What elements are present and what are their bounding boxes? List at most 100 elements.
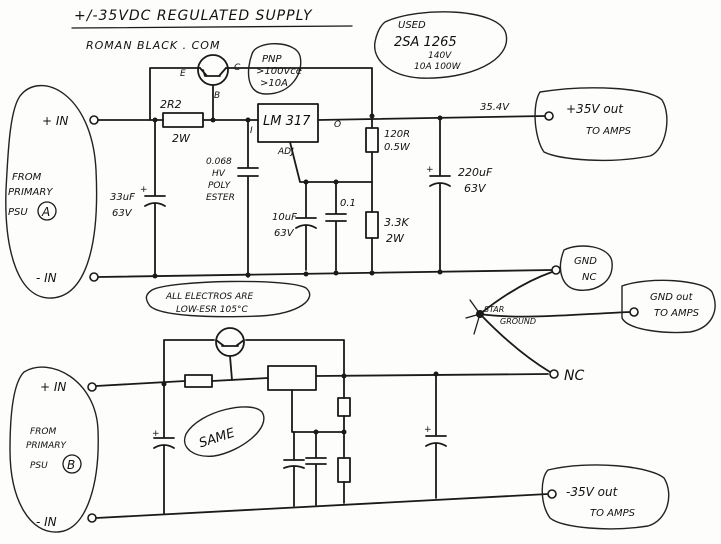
cap-33uf-voltage: 63V xyxy=(112,208,133,219)
gnd-nc-upper-line2: NC xyxy=(582,272,596,283)
pnp-note-bubble xyxy=(247,43,302,95)
cap-33uf xyxy=(144,119,166,278)
resistor-2r2-power: 2W xyxy=(172,132,191,145)
upper-plus-in-label: + IN xyxy=(42,114,68,128)
resistor-3k3-value: 3.3K xyxy=(384,216,409,229)
lower-cap-0-1 xyxy=(305,431,327,506)
junction-dot xyxy=(437,269,443,275)
junction-dot xyxy=(333,179,339,185)
lower-plus-in-label: + IN xyxy=(40,380,66,394)
transistor-emitter-wire xyxy=(149,67,201,121)
transistor-note-bubble xyxy=(374,11,508,79)
pnp-note-line1: PNP xyxy=(262,54,283,65)
lower-transistor-base xyxy=(229,355,233,381)
junction-dot xyxy=(303,179,309,185)
nc-lower-label: NC xyxy=(564,368,584,384)
junction-dot xyxy=(245,117,251,123)
lower-source-line2: PRIMARY xyxy=(26,441,68,451)
upper-plus-in-terminal xyxy=(89,115,99,125)
lm317-pin-i: I xyxy=(250,126,253,136)
transistor-note-line2: 2SA 1265 xyxy=(394,35,457,50)
lower-source-line1: FROM xyxy=(30,427,57,437)
lm317-label: LM 317 xyxy=(263,114,311,129)
lower-input-rail xyxy=(95,373,549,387)
transistor-note-line4: 10A 100W xyxy=(414,62,462,72)
pnp-note-line3: >10A xyxy=(260,78,288,89)
junction-dot xyxy=(161,381,167,387)
plus35-out-line2: TO AMPS xyxy=(586,126,632,137)
lower-bypass-wires xyxy=(163,339,345,385)
cap-33uf-polarity: + xyxy=(140,185,148,195)
lower-cap-adj xyxy=(283,431,305,507)
title-underline xyxy=(71,25,353,29)
transistor-note-line3: 140V xyxy=(428,51,452,61)
lower-regulator xyxy=(267,365,317,391)
junction-dot xyxy=(341,429,347,435)
upper-output-rail xyxy=(317,115,546,121)
vout-label: 35.4V xyxy=(480,102,510,113)
junction-dot xyxy=(210,117,216,123)
plus35-out-line1: +35V out xyxy=(566,102,624,116)
upper-source-line3: PSU xyxy=(8,207,28,218)
lower-cap-input xyxy=(153,383,175,515)
lower-resistor-bottom xyxy=(337,457,351,483)
junction-dot xyxy=(333,270,339,276)
minus35-out-line1: -35V out xyxy=(566,485,619,499)
cap-poly-l1: 0.068 xyxy=(206,157,232,167)
cap-0-1 xyxy=(325,181,347,271)
resistor-120r xyxy=(365,127,379,153)
cap-33uf-value: 33uF xyxy=(110,192,135,203)
resistor-3k3 xyxy=(365,211,379,239)
resistor-3k3-power: 2W xyxy=(386,232,405,245)
cap-0-1-value: 0.1 xyxy=(340,198,356,209)
upper-minus-in-terminal xyxy=(89,272,99,282)
junction-dot xyxy=(152,117,158,123)
cap-220uf-polarity: + xyxy=(426,165,434,175)
cap-220uf-value: 220uF xyxy=(458,166,493,179)
minus35-out-terminal xyxy=(547,489,557,499)
gnd-nc-upper-line1: GND xyxy=(574,256,597,267)
cap-polyester xyxy=(237,119,259,278)
junction-dot xyxy=(369,270,375,276)
resistor-2r2-value: 2R2 xyxy=(160,98,182,111)
star-ground-line2: GROUND xyxy=(500,317,536,326)
gnd-nc-upper-bubble xyxy=(559,245,613,291)
lower-cap-input-polarity: + xyxy=(152,429,160,439)
pnp-note-line2: >100Vce xyxy=(256,66,302,77)
cap-10uf-voltage: 63V xyxy=(274,228,295,239)
gnd-out-line1: GND out xyxy=(650,292,694,303)
star-to-upper-gnd xyxy=(479,271,553,315)
author-text: ROMAN BLACK . COM xyxy=(86,39,220,52)
nc-lower-terminal xyxy=(549,369,559,379)
transistor-note-line1: USED xyxy=(398,20,426,31)
star-ground-line1: STAR xyxy=(484,305,504,314)
bypass-transistor-symbol xyxy=(197,54,229,86)
upper-source-line1: FROM xyxy=(12,172,42,183)
star-ground-ticks xyxy=(465,299,481,335)
transistor-collector-wire xyxy=(225,67,373,117)
pin-b-label: B xyxy=(214,91,220,101)
lower-transistor-inner xyxy=(215,339,245,347)
adj-wire xyxy=(289,141,373,183)
resistor-2r2 xyxy=(162,112,204,128)
minus35-out-line2: TO AMPS xyxy=(590,508,636,519)
electros-note-line2: LOW-ESR 105°C xyxy=(176,305,248,315)
junction-dot xyxy=(341,373,347,379)
cap-220uf-voltage: 63V xyxy=(464,182,487,195)
lower-series-resistor xyxy=(184,374,213,388)
lm317-regulator xyxy=(257,103,319,143)
plus35-out-bubble xyxy=(534,87,668,162)
lower-resistor-top xyxy=(337,397,351,417)
star-to-lower-gnd xyxy=(479,313,551,373)
gnd-out-line2: TO AMPS xyxy=(654,308,700,319)
same-note-text: SAME xyxy=(197,426,237,452)
lower-adj-wire xyxy=(291,389,345,433)
upper-source-bubble xyxy=(5,85,98,299)
resistor-120r-value: 120R xyxy=(384,129,410,140)
upper-ground-rail xyxy=(97,269,553,278)
lower-plus-in-terminal xyxy=(87,382,97,392)
plus35-out-terminal xyxy=(544,111,554,121)
junction-dot xyxy=(313,429,319,435)
